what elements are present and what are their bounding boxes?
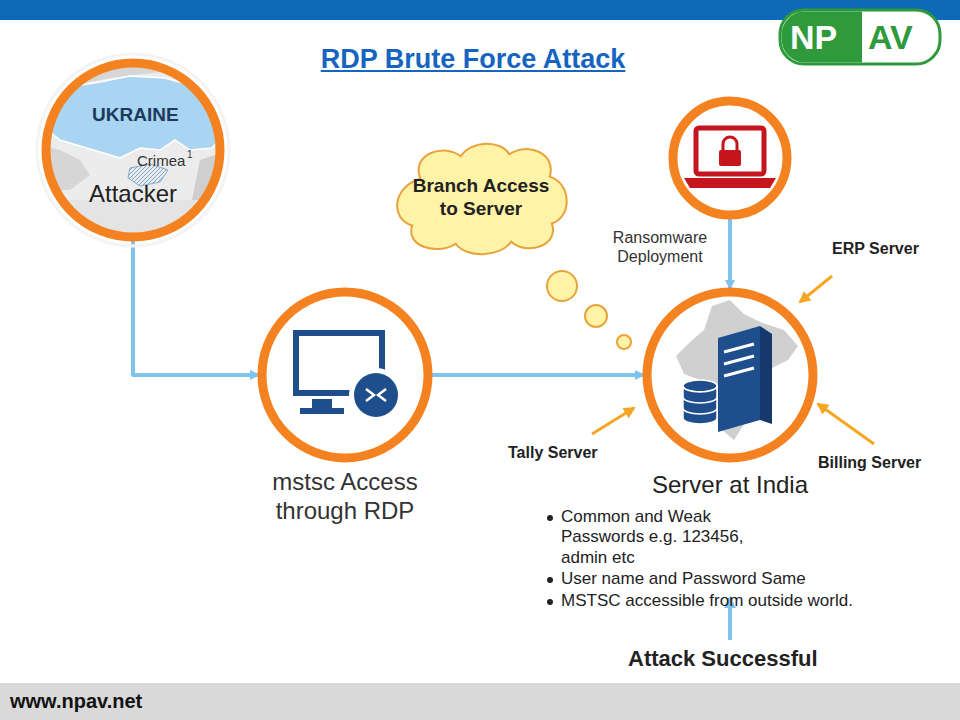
remote-desktop-icon	[296, 333, 403, 422]
circle-outline	[257, 287, 433, 463]
node-label: Branch Access to Server	[406, 175, 556, 221]
bottom-bar	[0, 683, 960, 720]
text-label: UKRAINE	[92, 104, 179, 127]
thought-bubbles	[547, 271, 631, 349]
connector	[728, 219, 732, 288]
bullet-text: User name and Password Same	[545, 569, 905, 589]
bullet-text: Common and Weak Passwords e.g. 123456, a…	[545, 507, 791, 568]
text-label: www.npav.net	[10, 689, 142, 713]
circle-node: Attacker	[41, 58, 225, 242]
node-label: mstsc Access through RDP	[260, 468, 430, 526]
npav-logo	[780, 10, 940, 64]
node-label: Ransomware Deployment	[600, 228, 720, 266]
connector	[432, 373, 643, 377]
circle-node: Server at IndiaCommon and Weak Passwords…	[540, 287, 940, 597]
connector	[133, 241, 258, 375]
bullet-dot	[547, 515, 553, 521]
text-label: Crimea	[137, 152, 185, 170]
circle-outline	[41, 58, 225, 242]
node-label: Server at India	[540, 471, 920, 500]
text-label: Billing Server	[818, 453, 921, 472]
laptop-icon	[684, 128, 776, 188]
circle-outline	[642, 287, 818, 463]
bullet-text: MSTSC accessible from outside world.	[545, 591, 905, 611]
bullet-content: MSTSC accessible from outside world.	[561, 591, 853, 610]
text-label: 1	[187, 149, 193, 161]
text-label: Attack Successful	[628, 646, 818, 672]
circle-outline	[668, 96, 792, 220]
circle-node: mstsc Access through RDP	[235, 287, 455, 537]
thought-cloud: Branch Access to Server	[390, 138, 572, 258]
circle-node: Ransomware Deployment	[600, 96, 800, 268]
bullet-dot	[547, 577, 553, 583]
bullet-content: Common and Weak Passwords e.g. 123456, a…	[561, 507, 743, 567]
server-icon	[676, 300, 798, 440]
bullet-content: User name and Password Same	[561, 569, 806, 588]
bullet-dot	[547, 599, 553, 605]
text-label: AV	[868, 17, 913, 58]
node-label: Attacker	[41, 180, 225, 209]
text-label: NP	[790, 17, 837, 58]
text-label: ERP Server	[832, 239, 919, 258]
text-label: Tally Server	[508, 443, 598, 462]
leader-arrow	[592, 276, 874, 444]
